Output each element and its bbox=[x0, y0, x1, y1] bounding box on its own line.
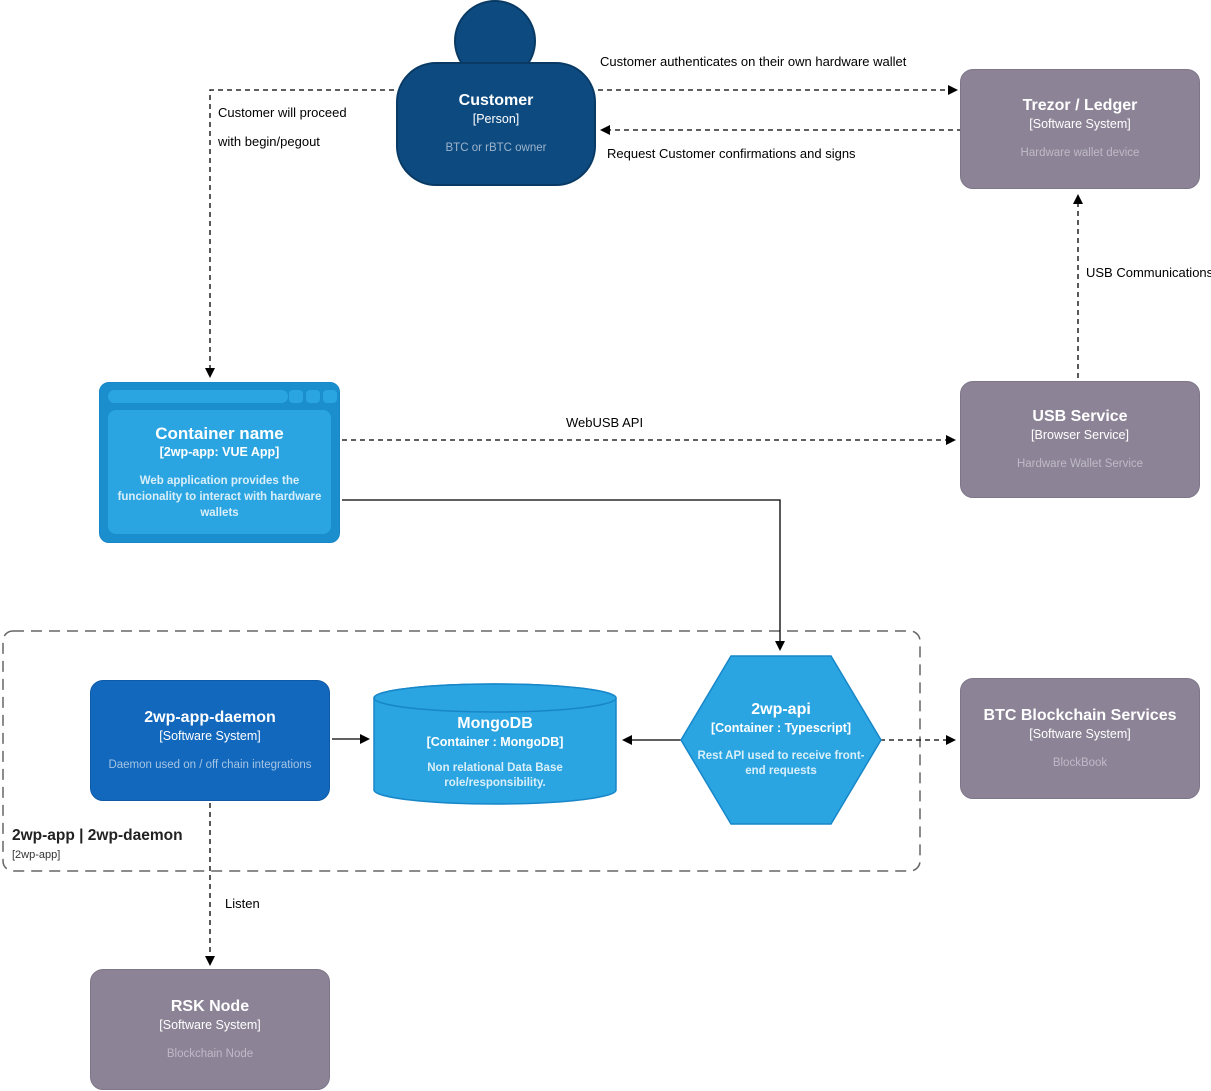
edge-auth-arrowhead bbox=[948, 85, 958, 95]
node-title: 2wp-app-daemon bbox=[144, 708, 276, 726]
node-subtitle: [Person] bbox=[472, 112, 520, 127]
edge-label-proceed-line2: with begin/pegout bbox=[218, 134, 320, 149]
node-description: Blockchain Node bbox=[166, 1047, 254, 1060]
node-description: Hardware wallet device bbox=[1020, 147, 1140, 160]
edge-api-mongo-arrowhead bbox=[622, 735, 632, 745]
node-usb-service[interactable]: USB Service [Browser Service] Hardware W… bbox=[960, 381, 1200, 498]
edge-listen-arrowhead bbox=[205, 956, 215, 966]
node-btc-blockchain-services[interactable]: BTC Blockchain Services [Software System… bbox=[960, 678, 1200, 799]
browser-content-panel: Container name [2wp-app: VUE App] Web ap… bbox=[108, 410, 331, 534]
database-cylinder-icon bbox=[373, 683, 617, 805]
node-subtitle: [Software System] bbox=[159, 1017, 261, 1032]
hexagon-icon bbox=[680, 655, 882, 825]
browser-button-icon bbox=[323, 390, 337, 403]
node-description: Web application provides the funcionalit… bbox=[117, 475, 322, 519]
browser-button-icon bbox=[306, 390, 320, 403]
node-rsk-node[interactable]: RSK Node [Software System] Blockchain No… bbox=[90, 969, 330, 1090]
edge-label-request: Request Customer confirmations and signs bbox=[607, 146, 856, 161]
edge-label-usb-communications: USB Communications bbox=[1086, 265, 1211, 280]
node-subtitle: [Software System] bbox=[1029, 117, 1131, 132]
edge-label-proceed-line1: Customer will proceed bbox=[218, 105, 347, 120]
node-title: 2wp-api bbox=[751, 701, 811, 719]
node-title: Trezor / Ledger bbox=[1022, 97, 1138, 115]
edge-label-auth: Customer authenticates on their own hard… bbox=[600, 54, 907, 69]
node-subtitle: [2wp-app: VUE App] bbox=[159, 445, 280, 460]
edge-label-webusb: WebUSB API bbox=[566, 415, 644, 430]
node-description: Hardware Wallet Service bbox=[1016, 457, 1144, 470]
node-2wp-app-daemon[interactable]: 2wp-app-daemon [Software System] Daemon … bbox=[90, 680, 330, 801]
node-description: BTC or rBTC owner bbox=[445, 142, 547, 155]
node-2wp-api[interactable]: 2wp-api [Container : Typescript] Rest AP… bbox=[680, 655, 882, 825]
node-title: BTC Blockchain Services bbox=[983, 706, 1177, 724]
node-trezor-ledger[interactable]: Trezor / Ledger [Software System] Hardwa… bbox=[960, 69, 1200, 189]
node-title: Customer bbox=[458, 92, 534, 110]
boundary-title: 2wp-app | 2wp-daemon bbox=[12, 827, 183, 844]
node-subtitle: [Container : Typescript] bbox=[710, 721, 852, 736]
edge-proceed-line[interactable] bbox=[209, 89, 394, 368]
browser-button-icon bbox=[289, 390, 303, 403]
edge-request-arrowhead bbox=[600, 125, 610, 135]
node-title: USB Service bbox=[1032, 407, 1128, 425]
node-mongodb[interactable]: MongoDB [Container : MongoDB] Non relati… bbox=[372, 682, 618, 806]
node-subtitle: [Software System] bbox=[1029, 726, 1131, 741]
browser-address-bar-icon bbox=[108, 390, 288, 403]
edge-webusb-arrowhead bbox=[946, 435, 956, 445]
edge-label-listen: Listen bbox=[225, 896, 260, 911]
node-subtitle: [Container : MongoDB] bbox=[426, 735, 564, 750]
node-2wp-app-webapp[interactable]: Container name [2wp-app: VUE App] Web ap… bbox=[99, 382, 340, 543]
node-title: Container name bbox=[155, 423, 284, 443]
node-description: Rest API used to receive front-end reque… bbox=[697, 749, 865, 778]
node-title: MongoDB bbox=[457, 715, 533, 733]
edge-api-btc-arrowhead bbox=[946, 735, 956, 745]
node-customer[interactable]: Customer [Person] BTC or rBTC owner bbox=[396, 62, 596, 186]
node-description: Daemon used on / off chain integrations bbox=[108, 758, 312, 771]
node-description: Non relational Data Base role/responsibi… bbox=[427, 761, 563, 790]
node-subtitle: [Browser Service] bbox=[1031, 427, 1129, 442]
boundary-subtitle: [2wp-app] bbox=[12, 849, 61, 861]
edge-usb-comm-arrowhead bbox=[1073, 194, 1083, 204]
node-title: RSK Node bbox=[170, 997, 250, 1015]
edge-daemon-mongo-arrowhead bbox=[360, 734, 370, 744]
edge-webapp-api-arrowhead bbox=[775, 641, 785, 651]
edge-proceed-arrowhead bbox=[205, 368, 215, 378]
boundary-box[interactable] bbox=[2, 630, 921, 872]
node-description: BlockBook bbox=[1052, 756, 1108, 769]
edge-webapp-api-line[interactable] bbox=[342, 499, 781, 641]
node-subtitle: [Software System] bbox=[159, 728, 261, 743]
